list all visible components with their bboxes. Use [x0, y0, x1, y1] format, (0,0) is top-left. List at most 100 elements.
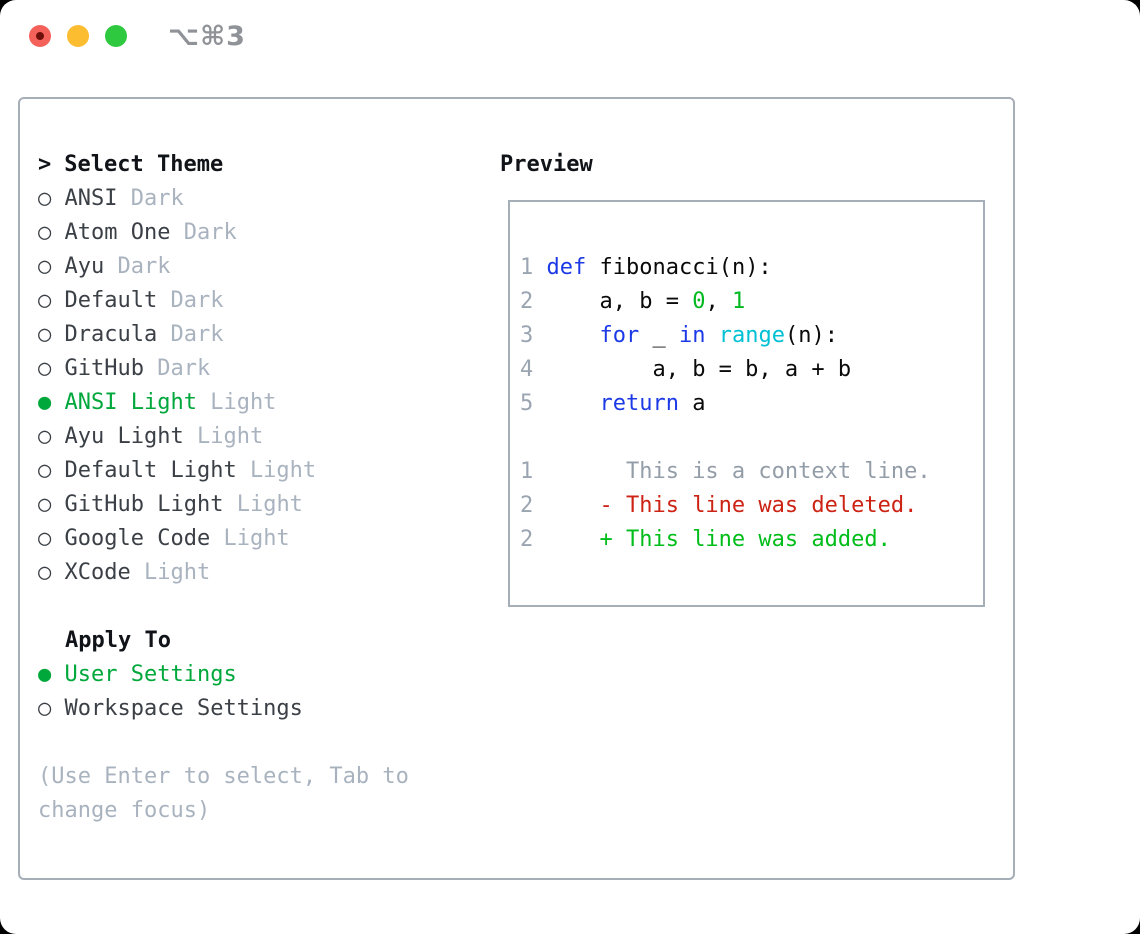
code-token: 4 [520, 357, 534, 382]
code-token: a [678, 391, 706, 416]
variant-label: Dark [157, 356, 211, 381]
code-token: 2 [520, 493, 534, 518]
focus-caret-icon: > [38, 152, 52, 177]
option-label: GitHub [64, 356, 144, 381]
theme-option-xcode[interactable]: ○ XCode Light [38, 556, 409, 590]
option-label: User Settings [64, 662, 237, 687]
theme-option-default-light[interactable]: ○ Default Light Light [38, 454, 409, 488]
close-button[interactable] [29, 25, 51, 47]
code-token [533, 391, 599, 416]
code-token: (n): [784, 323, 838, 348]
window-title: ⌥⌘3 [168, 20, 246, 52]
variant-label: Light [249, 458, 317, 483]
theme-option-atom-one[interactable]: ○ Atom One Dark [38, 216, 409, 250]
apply-to-header: Apply To [65, 628, 171, 653]
radio-icon: ○ [38, 424, 52, 449]
spacer [38, 590, 409, 624]
variant-label: Dark [117, 254, 171, 279]
variant-label: Dark [130, 186, 184, 211]
variant-label: Light [223, 526, 290, 551]
theme-option-github-light[interactable]: ○ GitHub Light Light [38, 488, 409, 522]
option-label: Dracula [64, 322, 158, 347]
option-label: Default Light [64, 458, 237, 483]
code-token: a, b = [533, 289, 693, 314]
code-token: for [599, 323, 640, 348]
option-label: Google Code [64, 526, 211, 551]
code-line: 3 for _ in range(n): [520, 319, 931, 353]
radio-icon: ○ [38, 696, 52, 721]
theme-option-google-code[interactable]: ○ Google Code Light [38, 522, 409, 556]
theme-option-github[interactable]: ○ GitHub Dark [38, 352, 409, 386]
variant-label: Dark [170, 288, 224, 313]
option-label: ANSI Light [64, 390, 197, 415]
code-token: return [599, 391, 679, 416]
radio-icon: ○ [38, 356, 52, 381]
option-label: Workspace Settings [64, 696, 303, 721]
theme-option-default[interactable]: ○ Default Dark [38, 284, 409, 318]
radio-icon: ○ [38, 322, 52, 347]
code-token: 2 [520, 527, 534, 552]
code-line: 2 a, b = 0, 1 [520, 285, 931, 319]
preview-header: Preview [500, 152, 593, 177]
option-label: Ayu [64, 254, 105, 279]
theme-list: ○ ANSI Dark○ Atom One Dark○ Ayu Dark○ De… [38, 182, 409, 590]
theme-selector: >Select Theme ○ ANSI Dark○ Atom One Dark… [38, 148, 409, 828]
radio-selected-icon: ● [38, 390, 52, 415]
code-token: 3 [520, 323, 534, 348]
apply-option-workspace-settings[interactable]: ○ Workspace Settings [38, 692, 409, 726]
code-token: fibonacci(n): [586, 255, 772, 280]
code-token: 2 [520, 289, 534, 314]
option-label: XCode [64, 560, 131, 585]
radio-icon: ○ [38, 526, 52, 551]
code-token: range [718, 323, 785, 348]
code-token: in [678, 323, 706, 348]
code-token: + This line was added. [533, 527, 891, 552]
option-label: Default [64, 288, 158, 313]
code-token: 1 [731, 289, 746, 314]
spacer [38, 726, 409, 760]
code-line: 5 return a [520, 387, 931, 421]
code-line: 2 + This line was added. [520, 523, 931, 557]
code-token: This is a context line. [533, 459, 931, 484]
code-token [533, 255, 546, 280]
traffic-lights [29, 25, 127, 47]
radio-icon: ○ [38, 220, 52, 245]
radio-icon: ○ [38, 288, 52, 313]
code-line: 4 a, b = b, a + b [520, 353, 931, 387]
apply-option-user-settings[interactable]: ● User Settings [38, 658, 409, 692]
option-label: Ayu Light [64, 424, 184, 449]
variant-label: Dark [170, 322, 224, 347]
code-token: , [705, 289, 732, 314]
titlebar: ⌥⌘3 [0, 0, 1140, 72]
theme-option-ansi[interactable]: ○ ANSI Dark [38, 182, 409, 216]
code-line [520, 421, 931, 455]
code-token: 5 [520, 391, 534, 416]
theme-option-ansi-light[interactable]: ● ANSI Light Light [38, 386, 409, 420]
theme-option-ayu-light[interactable]: ○ Ayu Light Light [38, 420, 409, 454]
variant-label: Dark [183, 220, 237, 245]
variant-label: Light [210, 390, 277, 415]
variant-label: Light [236, 492, 303, 517]
code-token: _ [639, 323, 679, 348]
radio-icon: ○ [38, 186, 52, 211]
theme-option-ayu[interactable]: ○ Ayu Dark [38, 250, 409, 284]
radio-icon: ○ [38, 458, 52, 483]
zoom-button[interactable] [105, 25, 127, 47]
code-token: 1 [520, 255, 534, 280]
code-token: 0 [692, 289, 706, 314]
theme-option-dracula[interactable]: ○ Dracula Dark [38, 318, 409, 352]
radio-icon: ○ [38, 492, 52, 517]
code-token: a, b = b, a + b [533, 357, 852, 382]
code-token: 1 [520, 459, 534, 484]
code-token [705, 323, 718, 348]
radio-icon: ○ [38, 254, 52, 279]
hint-line: change focus) [38, 798, 211, 823]
radio-selected-icon: ● [38, 662, 52, 687]
apply-to-list: ● User Settings○ Workspace Settings [38, 658, 409, 726]
variant-label: Light [196, 424, 264, 449]
code-line: 2 - This line was deleted. [520, 489, 931, 523]
minimize-button[interactable] [67, 25, 89, 47]
